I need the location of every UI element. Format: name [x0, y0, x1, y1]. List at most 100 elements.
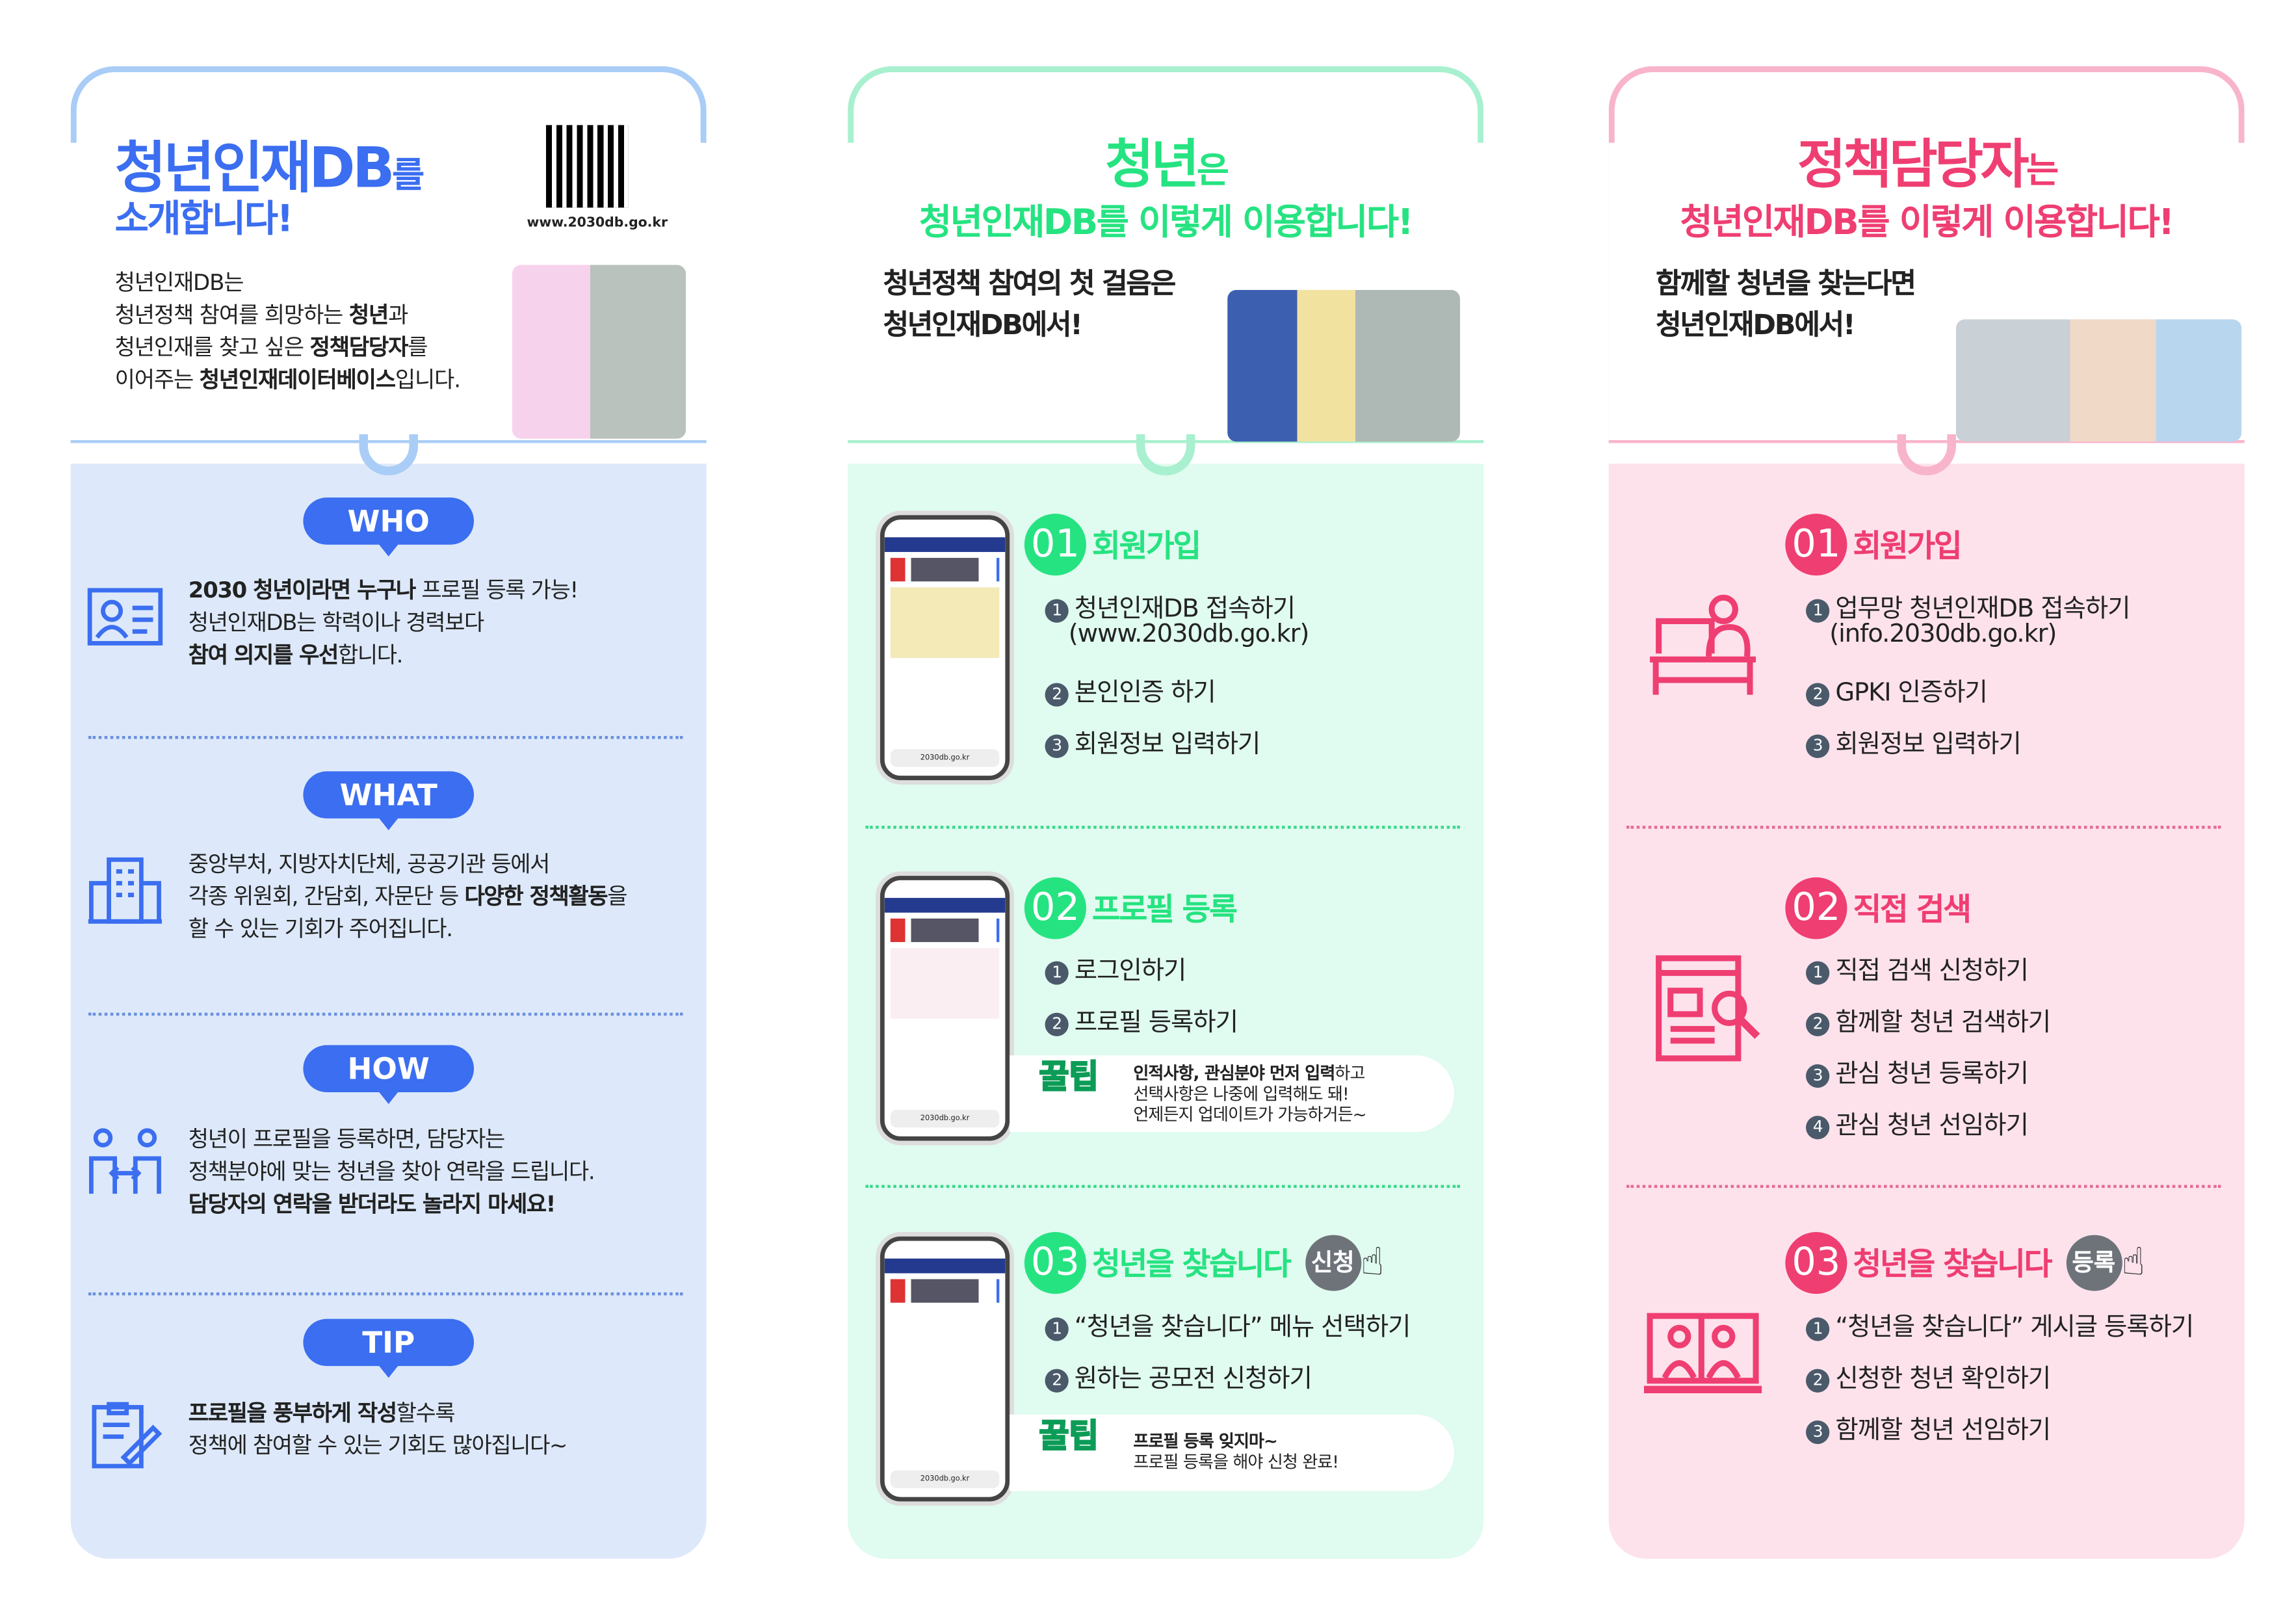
people-connect-icon — [88, 1128, 161, 1194]
t: 청년인재DB에서! — [1656, 309, 1855, 342]
title-suffix: 를 — [392, 154, 424, 196]
t: 업무망 청년인재DB 접속하기 — [1835, 594, 2130, 624]
t: 정책담당자 — [309, 334, 409, 361]
phone-screenshot: 2030db.go.kr — [880, 876, 1010, 1141]
step-item: 1“청년을 찾습니다” 메뉴 선택하기 — [1045, 1305, 1411, 1343]
t: 이어주는 — [114, 366, 200, 393]
t: 청년 — [1104, 135, 1199, 196]
step-number: 01 — [1785, 514, 1847, 576]
t: 함께할 청년 선임하기 — [1835, 1416, 2051, 1446]
youth-panel: 청년은 청년인재DB를 이렇게 이용합니다! 청년정책 참여의 첫 걸음은 청년인… — [848, 66, 1484, 1559]
register-badge[interactable]: 등록 — [2065, 1235, 2122, 1291]
divider — [865, 1185, 1460, 1188]
official-title: 정책담당자는 — [1609, 122, 2245, 199]
tip-label: TIP — [303, 1318, 475, 1378]
t: 청년 — [348, 302, 389, 328]
bullet-icon: 1 — [1045, 599, 1069, 623]
step-item: 1“청년을 찾습니다” 게시글 등록하기 — [1806, 1305, 2194, 1343]
pointer-hand-icon: ☝ — [1361, 1240, 1385, 1285]
t: 2030db.go.kr — [890, 1470, 1000, 1489]
bullet-icon: 2 — [1045, 1369, 1069, 1393]
t: 정책담당자 — [1797, 135, 2029, 196]
divider — [88, 736, 683, 739]
tip-box: 꿀팁 프로필 등록 잊지마~프로필 등록을 해야 신청 완료! — [1010, 1414, 1454, 1491]
youth-subtitle: 청년인재DB를 이렇게 이용합니다! — [919, 202, 1414, 243]
what-label: WHAT — [303, 771, 475, 830]
id-card-icon — [87, 588, 163, 646]
line: 각종 위원회, 간담회, 자문단 등 다양한 정책활동을 — [189, 880, 628, 913]
search-document-icon — [1656, 955, 1760, 1062]
divider — [865, 826, 1460, 829]
t: 원하는 공모전 신청하기 — [1074, 1364, 1312, 1395]
tip-text: 프로필 등록 잊지마~프로필 등록을 해야 신청 완료! — [1133, 1431, 1339, 1473]
honey-tip-icon: 꿀팁 — [1038, 1060, 1099, 1097]
divider — [1626, 826, 2221, 829]
how-text: 청년이 프로필을 등록하면, 담당자는 정책분야에 맞는 청년을 찾아 연락을 … — [188, 1123, 595, 1220]
desc-line: 청년인재DB는 — [114, 269, 244, 296]
t: 은 — [1196, 150, 1229, 192]
t: 과 — [388, 302, 408, 328]
intro-subtitle: 소개합니다! — [114, 197, 294, 241]
qr-url[interactable]: www.2030db.go.kr — [527, 216, 668, 231]
t: 합니다. — [337, 642, 403, 668]
line: 2030 청년이라면 누구나 프로필 등록 가능! — [189, 574, 579, 607]
intro-description: 청년인재DB는 청년정책 참여를 희망하는 청년과 청년인재를 찾고 싶은 정책… — [114, 267, 461, 396]
line: 청년이 프로필을 등록하면, 담당자는 — [188, 1126, 505, 1153]
tip-text: 프로필을 풍부하게 작성할수록 정책에 참여할 수 있는 기회도 많아집니다~ — [188, 1397, 568, 1462]
t: 청년정책 참여를 희망하는 — [114, 302, 349, 328]
t: 관심 청년 등록하기 — [1835, 1060, 2029, 1090]
line: 정책에 참여할 수 있는 기회도 많아집니다~ — [188, 1432, 568, 1459]
t: 을 — [607, 883, 627, 910]
line: 중앙부처, 지방자치단체, 공공기관 등에서 — [188, 850, 551, 878]
step-title: 회원가입 — [1853, 528, 1963, 564]
official-subtitle: 청년인재DB를 이렇게 이용합니다! — [1680, 202, 2175, 243]
phone-screenshot: 2030db.go.kr — [880, 515, 1010, 780]
t: 는 — [2026, 150, 2059, 192]
bullet-icon: 1 — [1045, 1317, 1069, 1341]
t: 프로필 등록하기 — [1074, 1008, 1238, 1038]
desc-line: 청년인재를 찾고 싶은 정책담당자를 — [115, 331, 460, 363]
intro-title: 청년인재DB를 — [115, 122, 425, 203]
t: 로그인하기 — [1074, 956, 1187, 986]
what-text: 중앙부처, 지방자치단체, 공공기관 등에서 각종 위원회, 간담회, 자문단 … — [188, 848, 628, 945]
t: 회원정보 입력하기 — [1835, 729, 2021, 760]
step-title: 청년을 찾습니다 — [1853, 1246, 2053, 1283]
t: 함께할 청년을 찾는다면 — [1656, 268, 1916, 300]
t: 를 — [408, 334, 428, 361]
t: 관심 청년 선임하기 — [1835, 1111, 2029, 1141]
youth-title: 청년은 — [848, 122, 1483, 199]
bullet-icon: 3 — [1806, 1420, 1830, 1445]
t: 입니다. — [395, 366, 461, 393]
step-item[interactable]: (www.2030db.go.kr) — [1068, 620, 1310, 649]
pointer-hand-icon: ☝ — [2121, 1240, 2145, 1285]
t: 청년정책 참여의 첫 걸음은 — [883, 268, 1176, 300]
step-number: 02 — [1024, 877, 1086, 939]
qr-code-icon[interactable] — [545, 125, 629, 208]
t: 언제든지 업데이트가 가능하거든~ — [1133, 1104, 1366, 1125]
clipboard-pen-icon — [92, 1402, 163, 1469]
t: 프로필 등록을 해야 신청 완료! — [1133, 1451, 1339, 1473]
step-item[interactable]: (info.2030db.go.kr) — [1829, 620, 2057, 649]
t: 청년인재데이터베이스 — [199, 366, 396, 393]
shouting-people-illustration — [512, 265, 686, 439]
t: “청년을 찾습니다” 메뉴 선택하기 — [1074, 1313, 1411, 1343]
t: 직접 검색 신청하기 — [1835, 956, 2029, 986]
t: 2030db.go.kr — [890, 749, 1000, 767]
t: 회원정보 입력하기 — [1074, 729, 1260, 760]
honey-tip-icon: 꿀팁 — [1038, 1419, 1099, 1456]
t: 본인인증 하기 — [1074, 678, 1216, 709]
apply-badge[interactable]: 신청 — [1305, 1235, 1361, 1291]
t: 다양한 정책활동 — [464, 883, 608, 910]
desk-worker-icon — [1650, 594, 1756, 695]
